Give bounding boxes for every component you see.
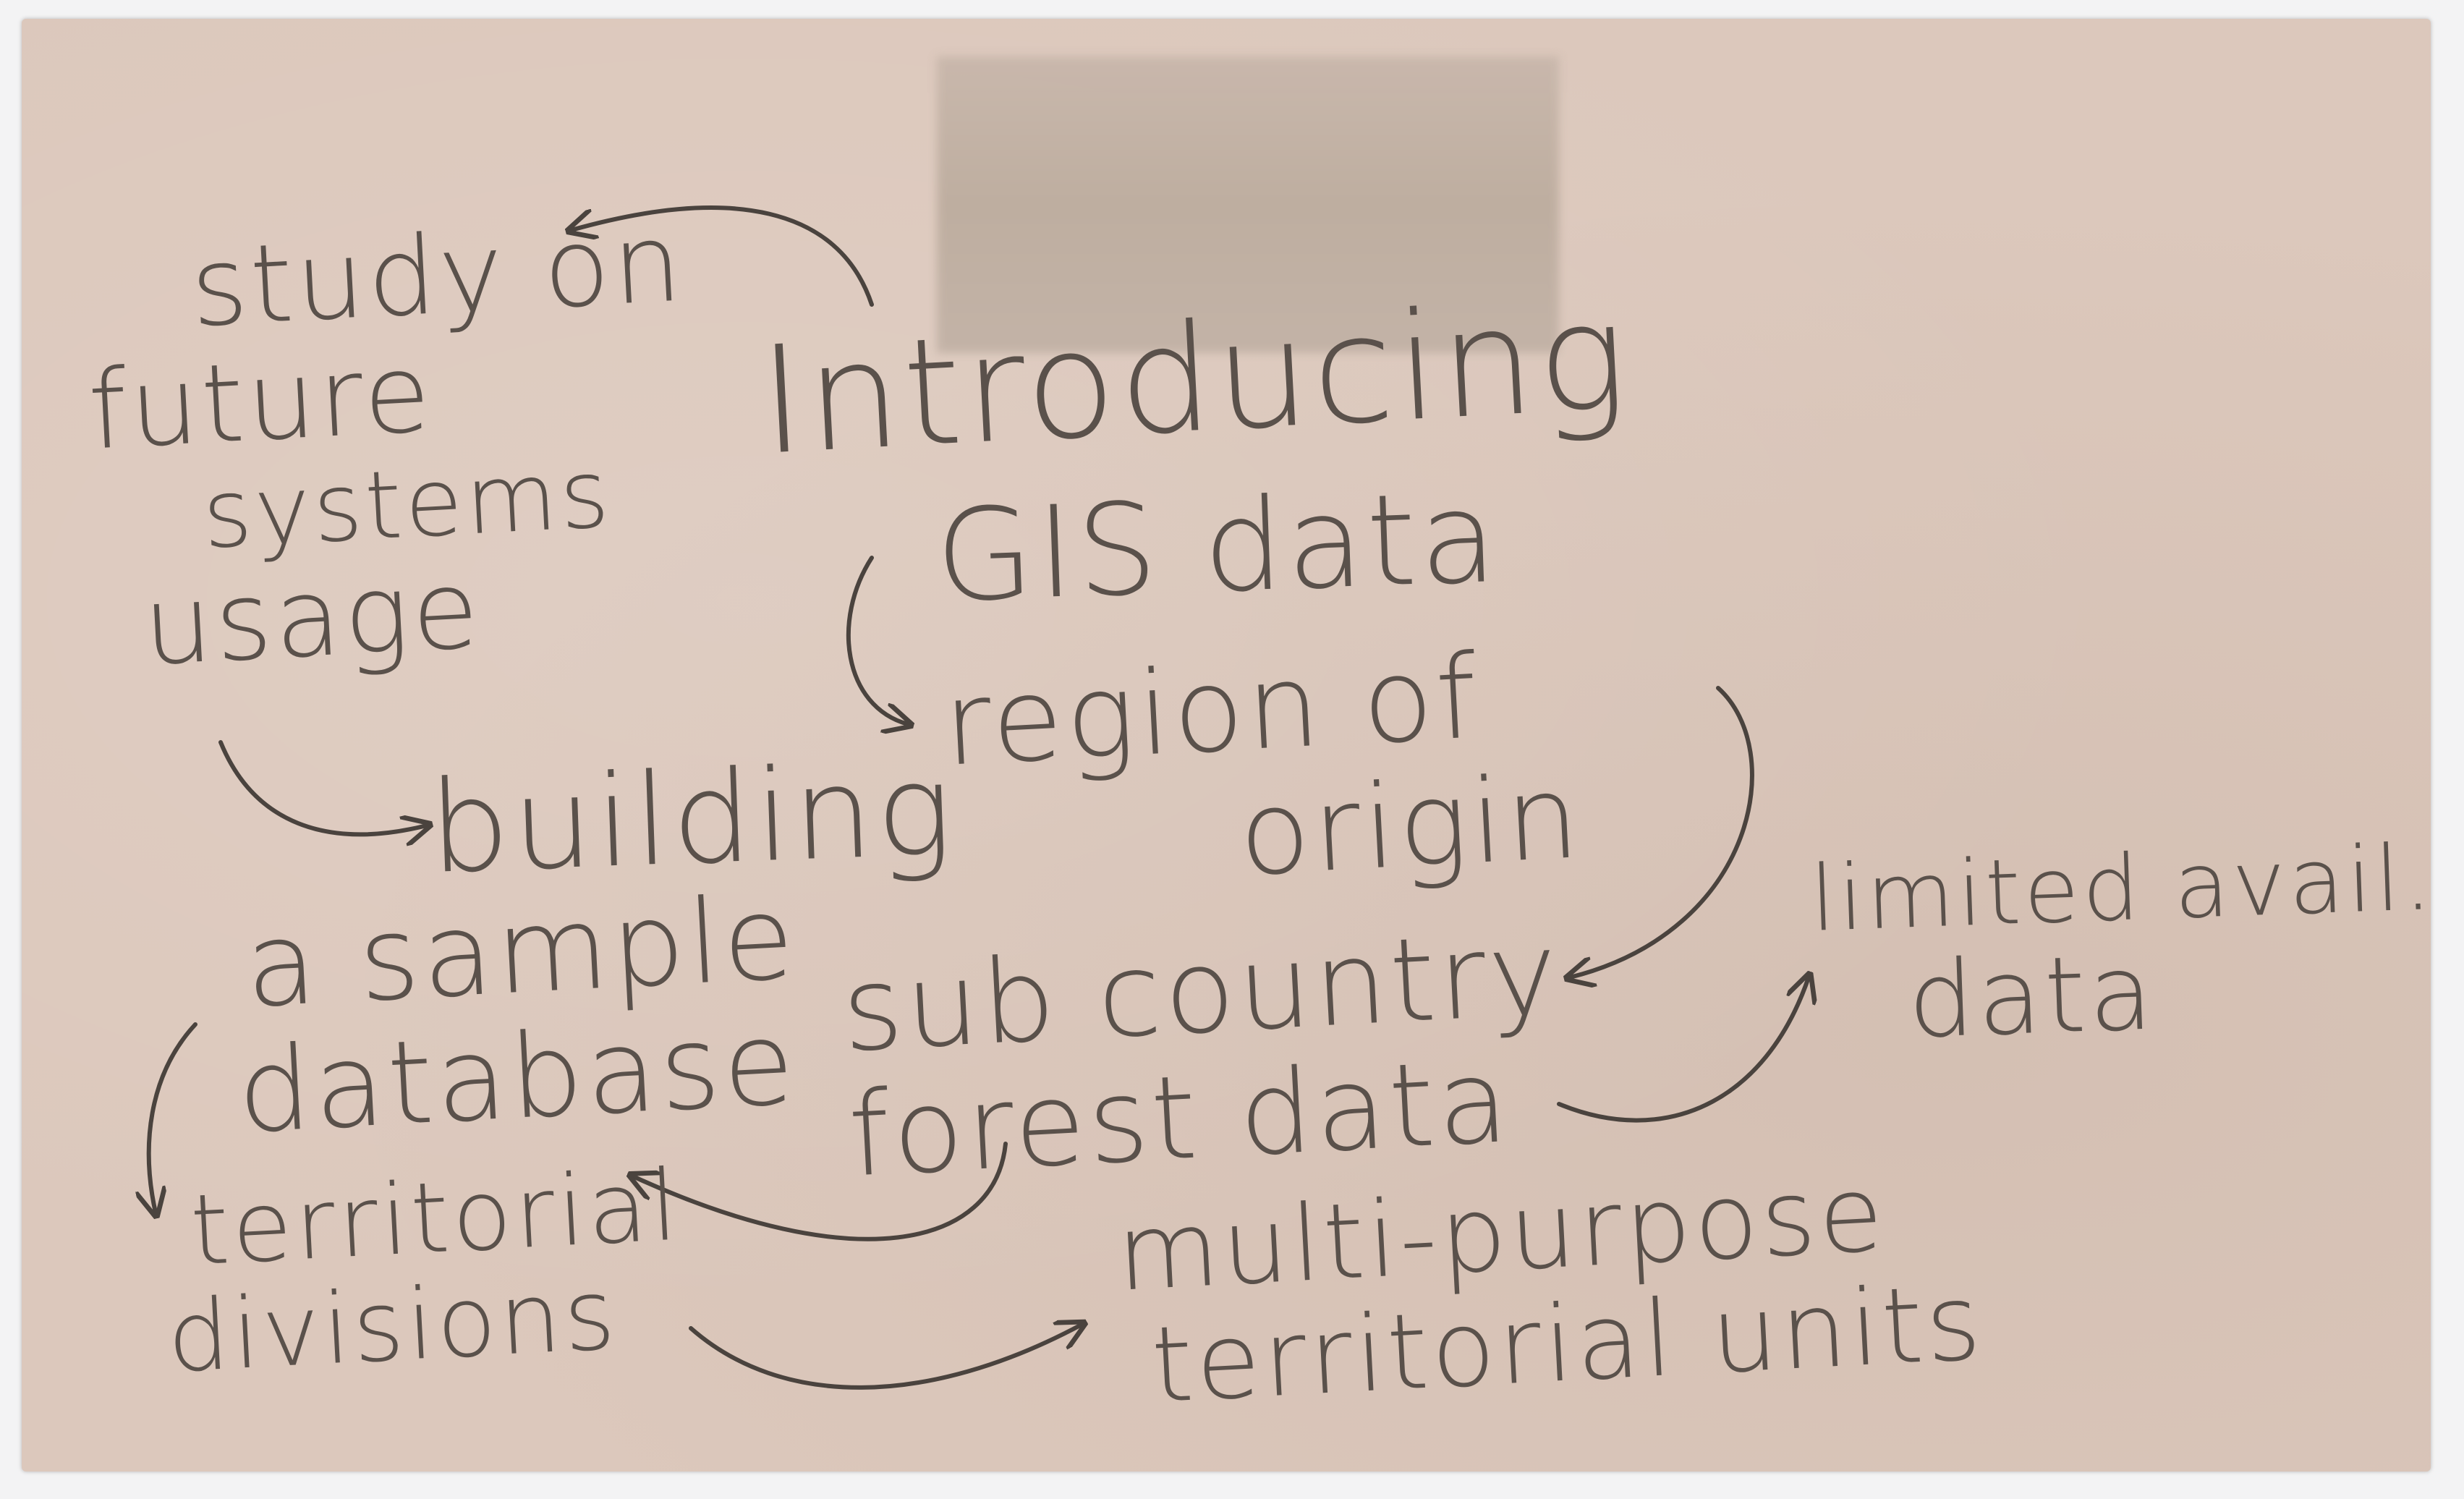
arrow-subcountry-to-limited — [1557, 977, 1809, 1123]
index-card: study on future systems usage Introducin… — [22, 19, 2431, 1472]
arrows-layer — [22, 205, 2431, 1390]
redacted-area — [937, 56, 1559, 353]
note-sub-country-forest-data: sub country forest data — [839, 905, 1570, 1202]
arrow-divisions-to-multipurpose — [689, 1325, 1082, 1390]
arrow-forest-to-database — [633, 1142, 1008, 1241]
arrow-region-to-subcountry — [1570, 686, 1754, 977]
note-region-of-origin: region of origin — [940, 629, 1586, 912]
note-line: GIS data — [933, 464, 1503, 631]
note-multi-purpose-territorial-units: multi-purpose territorial units — [1114, 1152, 1987, 1427]
arrow-gis-to-region — [846, 556, 908, 724]
note-territorial-divisions: territorial divisions — [159, 1148, 689, 1395]
note-a-sample-database: a sample database — [228, 870, 807, 1160]
note-line: database — [234, 995, 801, 1160]
note-study-on-future-systems-usage: study on future systems usage — [80, 200, 705, 690]
note-line: building — [426, 736, 958, 902]
note-building: building — [426, 736, 958, 902]
note-gis-data: GIS data — [933, 464, 1503, 631]
arrow-introducing-to-study — [572, 205, 874, 307]
arrow-usage-to-building — [218, 740, 427, 834]
note-line: divisions — [164, 1257, 621, 1395]
note-line: limited avail. — [1808, 825, 2431, 952]
note-limited-avail-data: limited avail. data — [1808, 825, 2431, 1062]
arrow-database-to-territorial — [149, 1022, 197, 1213]
